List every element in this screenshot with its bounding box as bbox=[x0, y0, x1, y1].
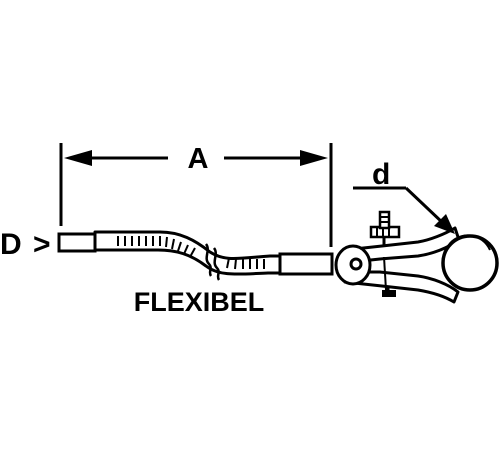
hose-end-sleeve bbox=[57, 232, 97, 253]
leader-arrowhead bbox=[434, 214, 455, 234]
outer-diameter-label: D bbox=[0, 228, 22, 261]
inner-diameter-label: d bbox=[372, 158, 390, 191]
wing-screw bbox=[369, 210, 401, 247]
leader-diagonal bbox=[404, 186, 446, 226]
lower-nut bbox=[382, 286, 396, 297]
arrowhead-right bbox=[300, 150, 328, 166]
flexible-hose bbox=[57, 230, 334, 281]
clamp-ring-inner-arc bbox=[447, 234, 491, 251]
outer-diameter-callout: D > bbox=[0, 228, 51, 261]
arrowhead-left bbox=[64, 150, 92, 166]
product-type-label: FLEXIBEL bbox=[134, 287, 265, 317]
dimension-a: A bbox=[59, 143, 333, 247]
clamp-bolt bbox=[383, 256, 387, 291]
hose-break-mark bbox=[204, 243, 221, 281]
hose-ridges bbox=[117, 236, 265, 270]
clamp bbox=[334, 210, 499, 304]
inner-diameter-callout: d bbox=[353, 158, 455, 234]
direction-mark: > bbox=[33, 228, 51, 261]
clamp-ring bbox=[441, 234, 499, 292]
hose-body bbox=[93, 230, 282, 276]
clamp-lower-jaw bbox=[343, 270, 460, 304]
dimension-a-label: A bbox=[188, 143, 209, 175]
pivot-pin bbox=[349, 257, 363, 271]
hose-end-sleeve-right bbox=[278, 252, 334, 276]
